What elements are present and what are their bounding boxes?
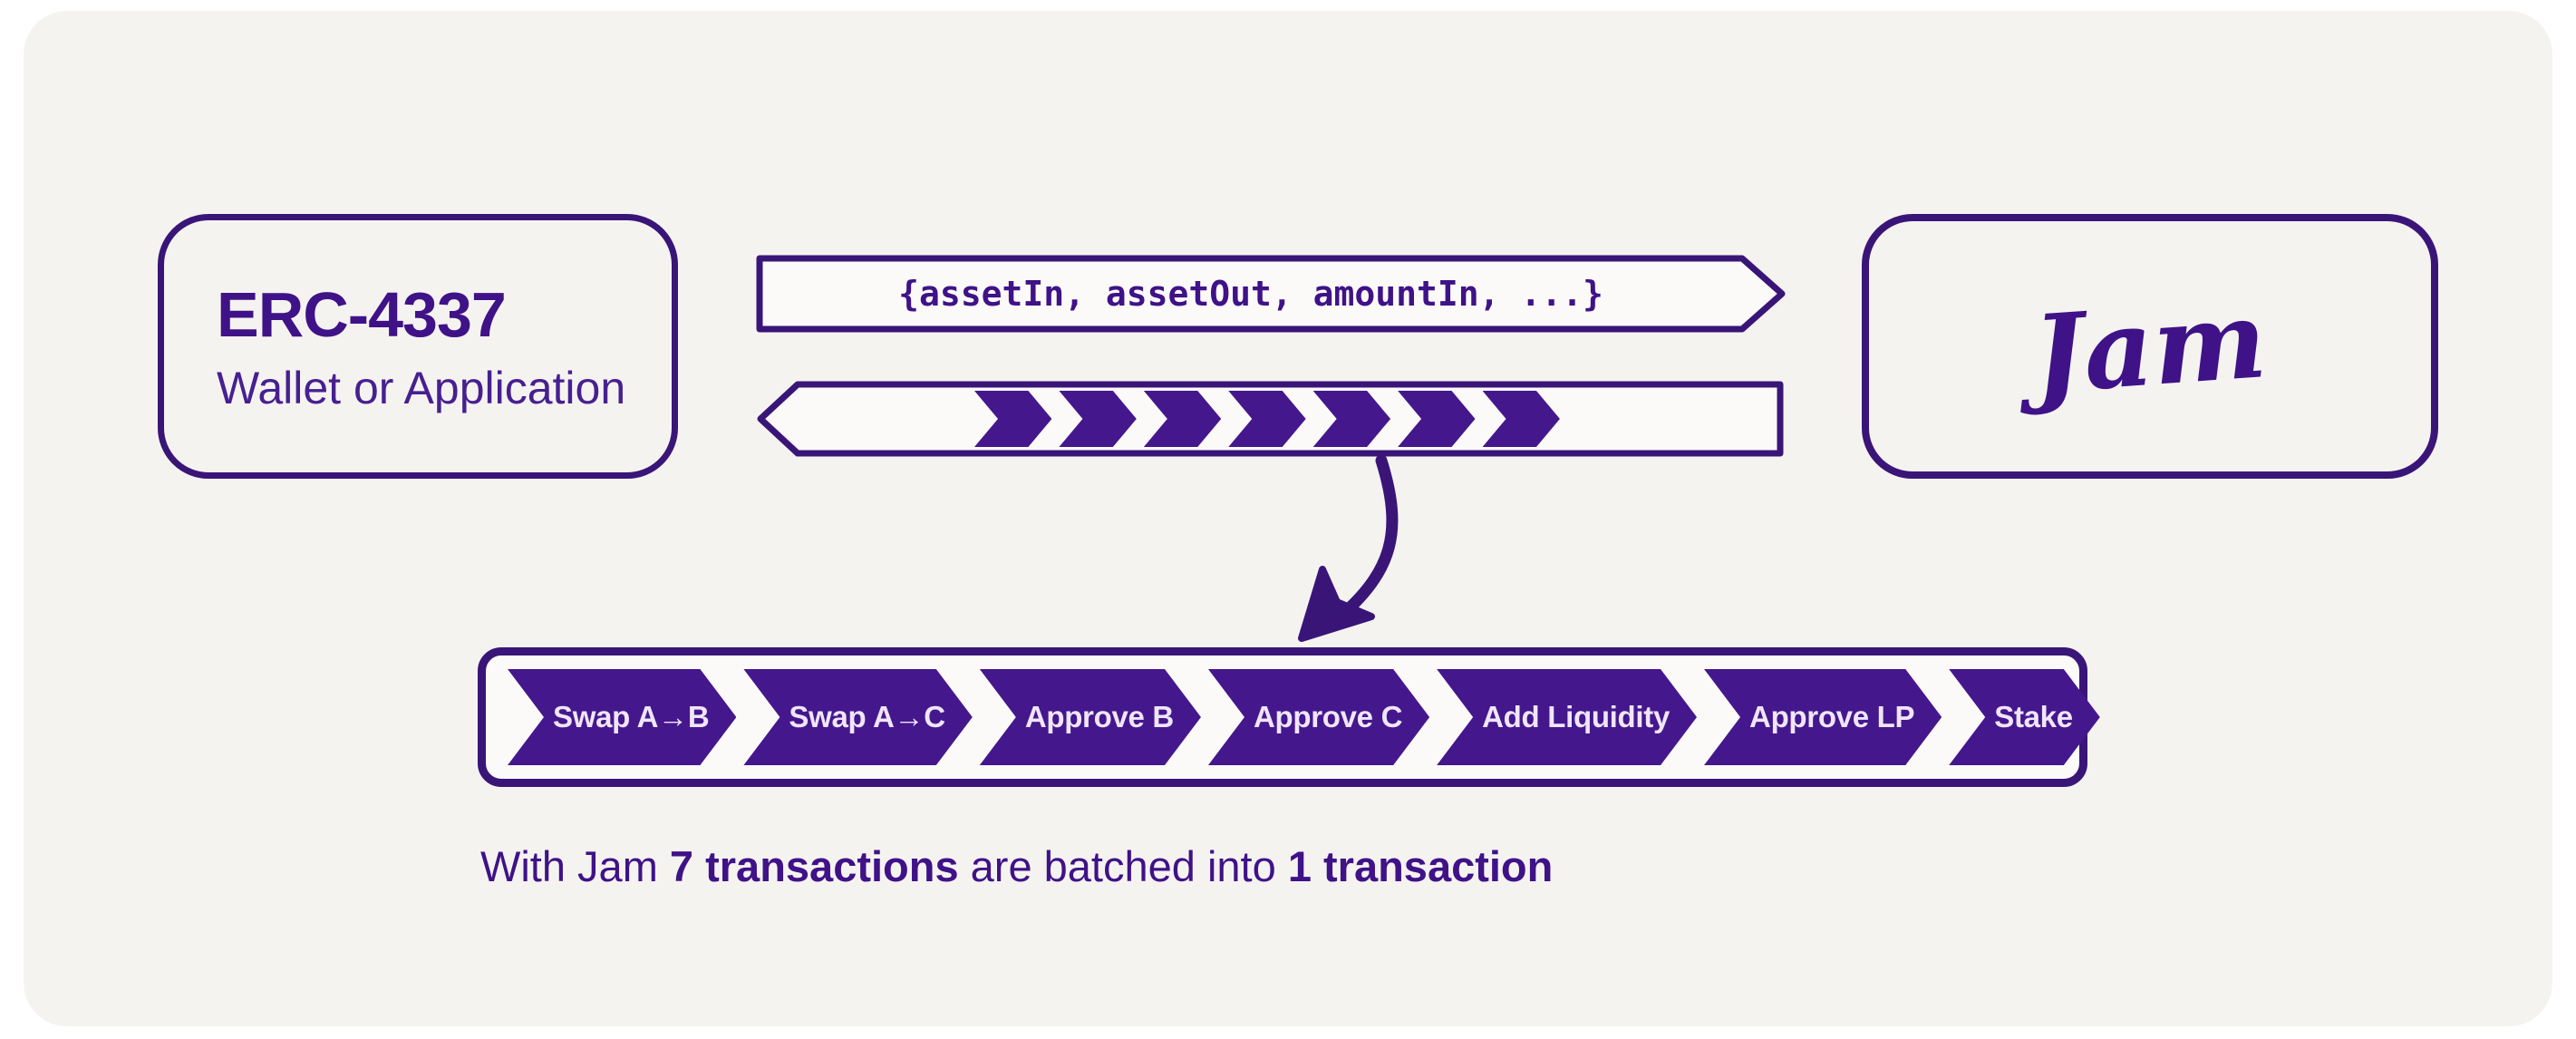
batch-step-label: Add Liquidity bbox=[1482, 700, 1671, 733]
batch-step-label: Swap A→C bbox=[789, 700, 945, 733]
caption: With Jam 7 transactions are batched into… bbox=[480, 841, 1553, 891]
batch-step-label: Stake bbox=[1994, 700, 2073, 733]
chevron-right-icon bbox=[1483, 391, 1560, 447]
batch-step-chevron: Stake bbox=[1949, 669, 2100, 765]
caption-part1: With Jam bbox=[480, 842, 670, 890]
batched-transactions-box: Swap A→B Swap A→C Approve B Approve C Add Li… bbox=[478, 647, 2087, 787]
chevron-right-icon bbox=[1228, 391, 1305, 447]
chevron-right-icon bbox=[974, 391, 1051, 447]
chevron-right-icon bbox=[1398, 391, 1475, 447]
jam-logo: Jam bbox=[2029, 275, 2271, 418]
packed-chevrons bbox=[974, 391, 1560, 447]
batch-step-chevron: Swap A→C bbox=[743, 669, 972, 765]
batch-step-chevron: Approve C bbox=[1208, 669, 1429, 765]
caption-count-7: 7 transactions bbox=[669, 842, 959, 890]
caption-count-1: 1 transaction bbox=[1287, 842, 1554, 890]
batch-step-chevron: Swap A→B bbox=[508, 669, 736, 765]
batch-step-label: Approve C bbox=[1253, 700, 1403, 733]
right-arrow-outline-icon bbox=[756, 255, 1786, 333]
chevron-right-icon bbox=[1059, 391, 1136, 447]
batch-step-label: Approve LP bbox=[1749, 700, 1915, 733]
jam-box: Jam bbox=[1862, 214, 2438, 479]
batch-step-label: Approve B bbox=[1024, 700, 1174, 733]
request-arrow: {assetIn, assetOut, amountIn, ...} bbox=[756, 255, 1789, 333]
background-card bbox=[24, 11, 2552, 1026]
response-arrow bbox=[756, 381, 1789, 457]
batch-step-chevron: Add Liquidity bbox=[1437, 669, 1697, 765]
batch-step-label: Swap A→B bbox=[553, 700, 710, 733]
erc4337-subtitle: Wallet or Application bbox=[217, 363, 626, 413]
chevron-right-icon bbox=[1144, 391, 1221, 447]
erc4337-title: ERC-4337 bbox=[217, 279, 507, 350]
chevron-right-icon bbox=[1313, 391, 1390, 447]
batch-step-chevron: Approve LP bbox=[1704, 669, 1942, 765]
request-arrow-label: {assetIn, assetOut, amountIn, ...} bbox=[898, 274, 1603, 314]
batch-step-chevron: Approve B bbox=[980, 669, 1201, 765]
caption-part2: are batched into bbox=[958, 842, 1288, 890]
erc4337-wallet-box: ERC-4337 Wallet or Application bbox=[158, 214, 678, 479]
